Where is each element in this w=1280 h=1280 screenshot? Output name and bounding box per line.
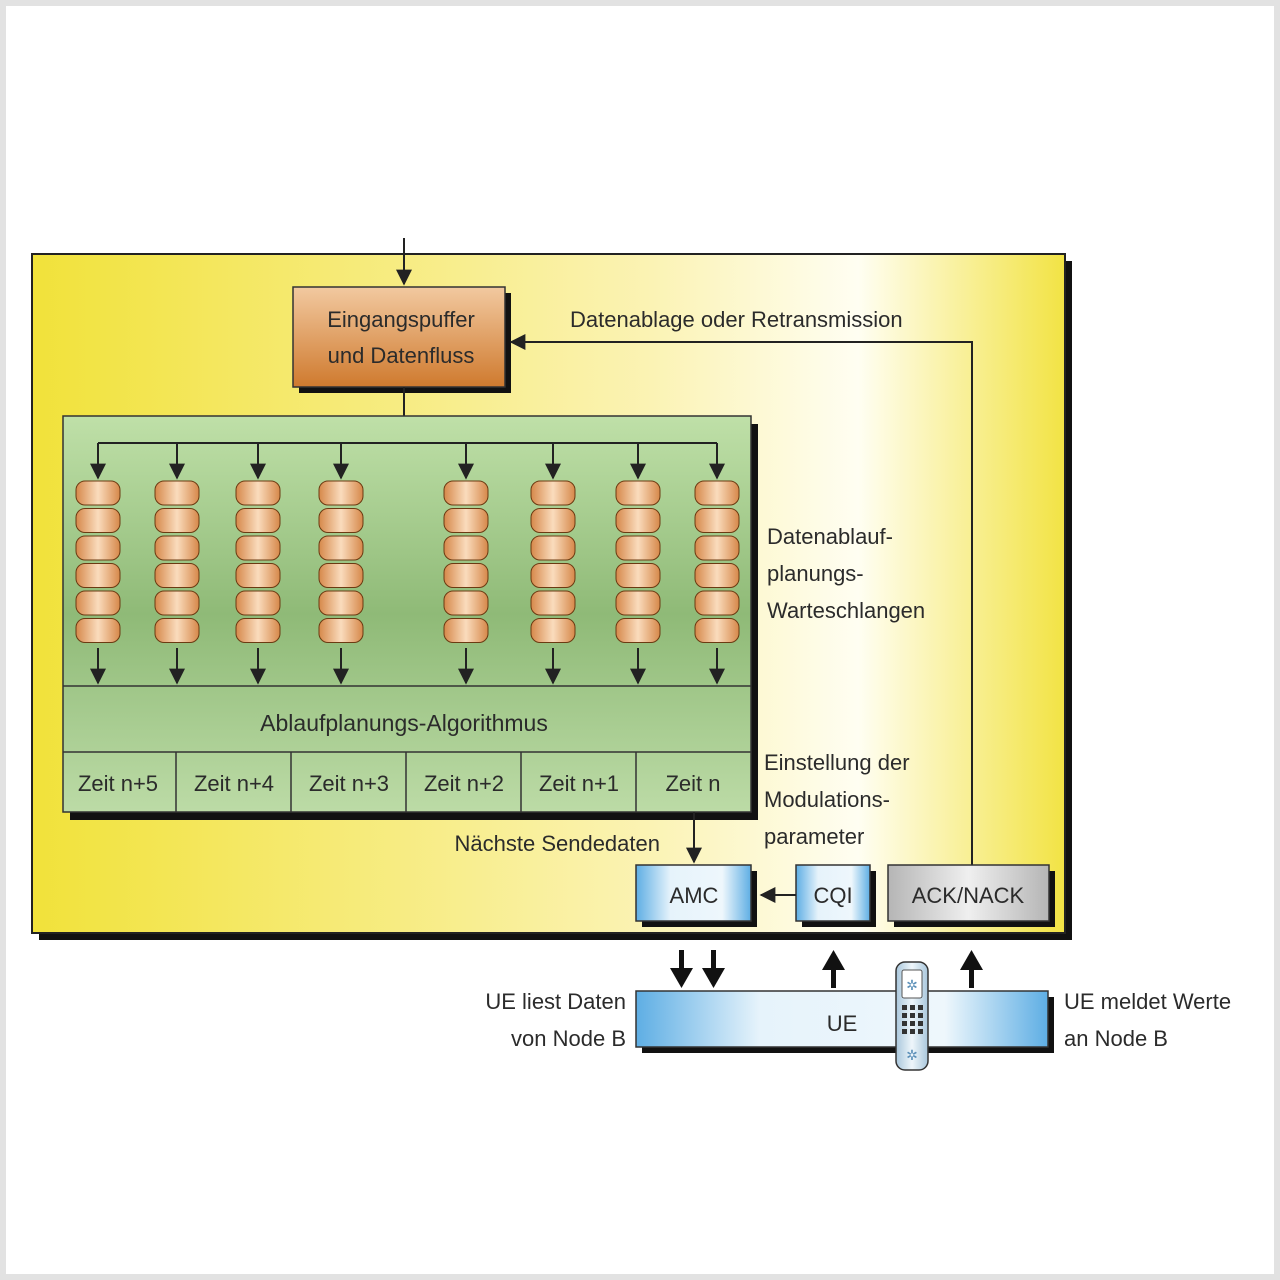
feedback-path [509,334,973,865]
queue-packet [530,480,576,506]
queue-packet [75,618,121,643]
queue [235,443,281,685]
ue-reports-line2: an Node B [1064,1026,1168,1051]
queue-packet [318,508,364,533]
queue [154,443,200,685]
queue-packet [694,590,740,616]
queue-packet [443,508,489,533]
time-slot: Zeit n+5 [78,771,158,796]
queue-packet [615,535,661,561]
queue-packet [694,618,740,643]
queue [615,443,661,685]
downlink-arrows [670,950,725,988]
queue-packet [318,590,364,616]
queue-packet [154,535,200,561]
queue-packet [75,590,121,616]
time-slot: Zeit n [665,771,720,796]
queue-packet [235,508,281,533]
queue-packet [75,480,121,506]
queue-packet [615,508,661,533]
queue-packet [154,480,200,506]
queue-packet [530,618,576,643]
time-slot: Zeit n+2 [424,771,504,796]
time-slot: Zeit n+4 [194,771,274,796]
modulation-label-line1: Einstellung der [764,750,910,775]
modulation-label-line2: Modulations- [764,787,890,812]
uplink-arrows [822,950,983,988]
queue-packet [443,480,489,506]
queue-packet [154,618,200,643]
queue-packet [615,618,661,643]
time-slot: Zeit n+3 [309,771,389,796]
queue-packet [615,480,661,506]
queue-packet [318,618,364,643]
queue-packet [615,563,661,588]
ack-label: ACK/NACK [912,883,1025,908]
queue-packet [318,535,364,561]
queue-packet [443,563,489,588]
cqi-label: CQI [813,883,852,908]
ue-label: UE [827,1011,858,1036]
queue-packet [530,590,576,616]
queue-packet [694,563,740,588]
queue-packet [694,508,740,533]
scheduling-queues [75,443,740,685]
mobile-phone-icon: ✲ ✲ [895,961,929,1071]
ue-reads-line1: UE liest Daten [485,989,626,1014]
queue-packet [615,590,661,616]
queue-packet [694,480,740,506]
queue-packet [318,480,364,506]
queues-label-line1: Datenablauf- [767,524,893,549]
time-slots-row: Zeit n+5 Zeit n+4 Zeit n+3 Zeit n+2 Zeit… [78,752,721,812]
ack-nack-box: ACK/NACK [887,864,1055,927]
input-buffer-line2: und Datenfluss [328,343,475,368]
queue-packet [235,535,281,561]
ue-bar: UE [635,990,1054,1053]
queue-packet [443,535,489,561]
queue-packet [443,618,489,643]
queue-packet [694,535,740,561]
next-data-label: Nächste Sendedaten [455,831,661,856]
queue-packet [530,508,576,533]
input-buffer-line1: Eingangspuffer [327,307,475,332]
queue-packet [154,508,200,533]
queue-packet [235,590,281,616]
queue [694,443,740,685]
queue-packet [530,563,576,588]
queue-packet [530,535,576,561]
queue [530,443,576,685]
input-buffer-box: Eingangspuffer und Datenfluss [292,286,511,393]
queue [75,443,121,685]
cqi-box: CQI [795,864,876,927]
feedback-label: Datenablage oder Retransmission [570,307,903,332]
queue-packet [75,563,121,588]
time-slot: Zeit n+1 [539,771,619,796]
svg-text:✲: ✲ [906,1048,918,1064]
queue-packet [75,535,121,561]
queues-label-line2: planungs- [767,561,864,586]
amc-box: AMC [635,864,757,927]
queue-packet [443,590,489,616]
svg-text:✲: ✲ [906,978,918,994]
amc-label: AMC [670,883,719,908]
ue-reads-line2: von Node B [511,1026,626,1051]
queue [318,443,364,685]
queue-packet [75,508,121,533]
queue-packet [235,563,281,588]
queue-packet [318,563,364,588]
ue-reports-line1: UE meldet Werte [1064,989,1231,1014]
modulation-label-line3: parameter [764,824,864,849]
queue-packet [154,590,200,616]
queue [443,443,489,685]
queue-packet [154,563,200,588]
queues-label-line3: Warteschlangen [767,598,925,623]
queue-packet [235,480,281,506]
algorithm-label: Ablaufplanungs-Algorithmus [260,710,548,736]
queue-packet [235,618,281,643]
